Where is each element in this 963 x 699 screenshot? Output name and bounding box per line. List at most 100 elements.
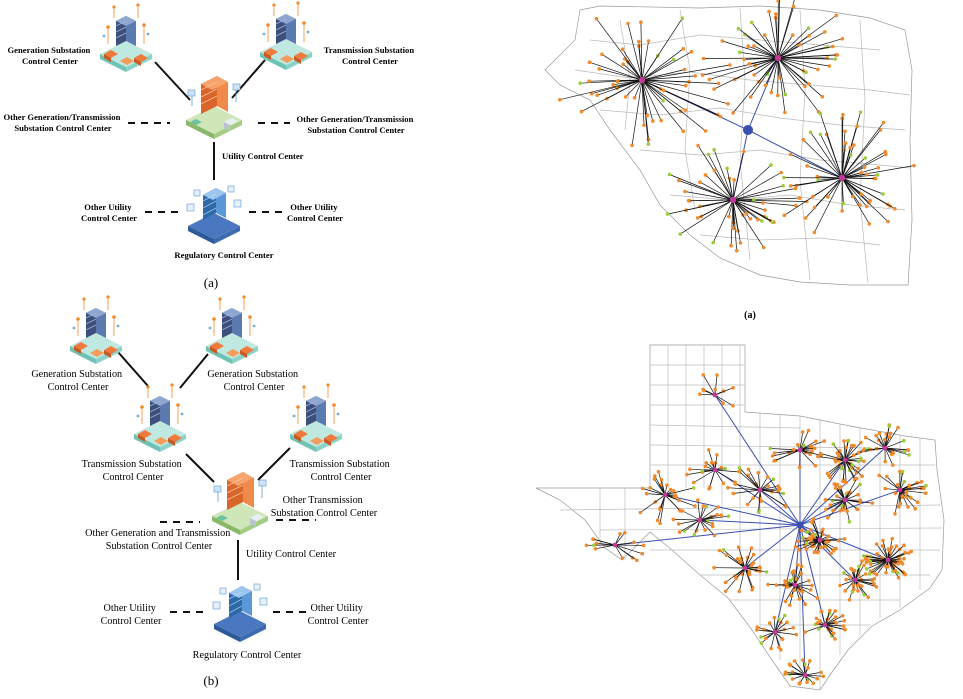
network-node: [693, 533, 697, 537]
network-node: [658, 507, 662, 511]
network-node: [868, 222, 872, 226]
network-node: [777, 646, 781, 650]
network-node: [862, 564, 866, 568]
network-node: [822, 439, 826, 443]
network-node: [805, 680, 809, 684]
network-node: [859, 457, 863, 461]
network-node: [881, 192, 885, 196]
network-node: [760, 641, 764, 645]
network-node: [688, 468, 692, 472]
network-node: [813, 533, 817, 537]
building-icon: [206, 295, 258, 364]
network-node: [829, 503, 833, 507]
network-node: [639, 511, 643, 515]
other-gen-trans-label: Other Generation and Transmission Substa…: [85, 528, 233, 552]
network-node: [837, 539, 841, 543]
network-node: [895, 544, 899, 548]
network-node: [851, 463, 855, 467]
network-node: [696, 498, 700, 502]
network-node: [776, 94, 780, 98]
network-node: [731, 386, 735, 390]
network-node: [858, 483, 862, 487]
network-node: [878, 431, 882, 435]
network-node: [782, 492, 786, 496]
network-node: [558, 98, 562, 102]
network-node: [772, 459, 776, 463]
network-node: [817, 627, 821, 631]
network-node: [844, 141, 848, 145]
network-node: [856, 467, 860, 471]
network-node: [724, 590, 728, 594]
network-node: [752, 73, 756, 77]
network-node: [708, 485, 712, 489]
network-node: [769, 447, 773, 451]
network-node: [875, 542, 879, 546]
network-node: [747, 468, 751, 472]
network-node: [770, 91, 774, 95]
network-node: [737, 470, 741, 474]
network-node: [704, 129, 708, 133]
network-node: [888, 424, 892, 428]
network-node: [641, 552, 645, 556]
network-node: [814, 440, 818, 444]
network-node: [738, 590, 742, 594]
network-node: [792, 5, 796, 9]
network-node: [802, 138, 806, 142]
network-node: [857, 460, 861, 464]
network-node: [893, 512, 897, 516]
network-node: [776, 489, 780, 493]
network-node: [891, 463, 895, 467]
network-node: [760, 219, 764, 223]
network-node: [789, 153, 793, 157]
network-node: [865, 567, 869, 571]
network-node: [585, 544, 589, 548]
network-node: [653, 474, 657, 478]
network-node: [855, 124, 859, 128]
network-node: [823, 30, 827, 34]
network-node: [580, 110, 584, 114]
network-node: [725, 553, 729, 557]
network-node: [790, 594, 794, 598]
other-utility-right-label-b: Other Utility Control Center: [308, 603, 369, 627]
network-node: [751, 496, 755, 500]
network-node: [679, 232, 683, 236]
network-node: [821, 528, 825, 532]
network-node: [868, 199, 872, 203]
network-node: [736, 557, 740, 561]
network-node: [824, 508, 828, 512]
network-node: [769, 647, 773, 651]
network-node: [896, 562, 900, 566]
map-b: [536, 345, 944, 690]
network-node: [869, 562, 873, 566]
network-node: [810, 449, 814, 453]
network-node: [848, 520, 852, 524]
network-node: [750, 21, 754, 25]
building-icon: [290, 383, 342, 452]
network-node: [834, 615, 838, 619]
network-node: [836, 451, 840, 455]
network-node: [708, 78, 712, 82]
network-node: [822, 675, 826, 679]
network-node: [782, 176, 786, 180]
network-node: [903, 551, 907, 555]
network-node: [824, 540, 828, 544]
network-node: [875, 552, 879, 556]
other-utility-right-label: Other Utility Control Center: [287, 202, 343, 223]
network-node: [702, 389, 706, 393]
network-node: [889, 432, 893, 436]
network-node: [905, 491, 909, 495]
network-node: [749, 95, 753, 99]
network-node: [793, 659, 797, 663]
network-node: [924, 484, 928, 488]
network-node: [795, 184, 799, 188]
network-node: [812, 517, 816, 521]
network-node: [771, 454, 775, 458]
network-node: [901, 470, 905, 474]
network-node: [801, 658, 805, 662]
network-node: [630, 144, 634, 148]
network-node: [738, 51, 742, 55]
network-node: [685, 473, 689, 477]
network-node: [834, 609, 838, 613]
network-node: [852, 583, 856, 587]
network-node: [588, 60, 592, 64]
